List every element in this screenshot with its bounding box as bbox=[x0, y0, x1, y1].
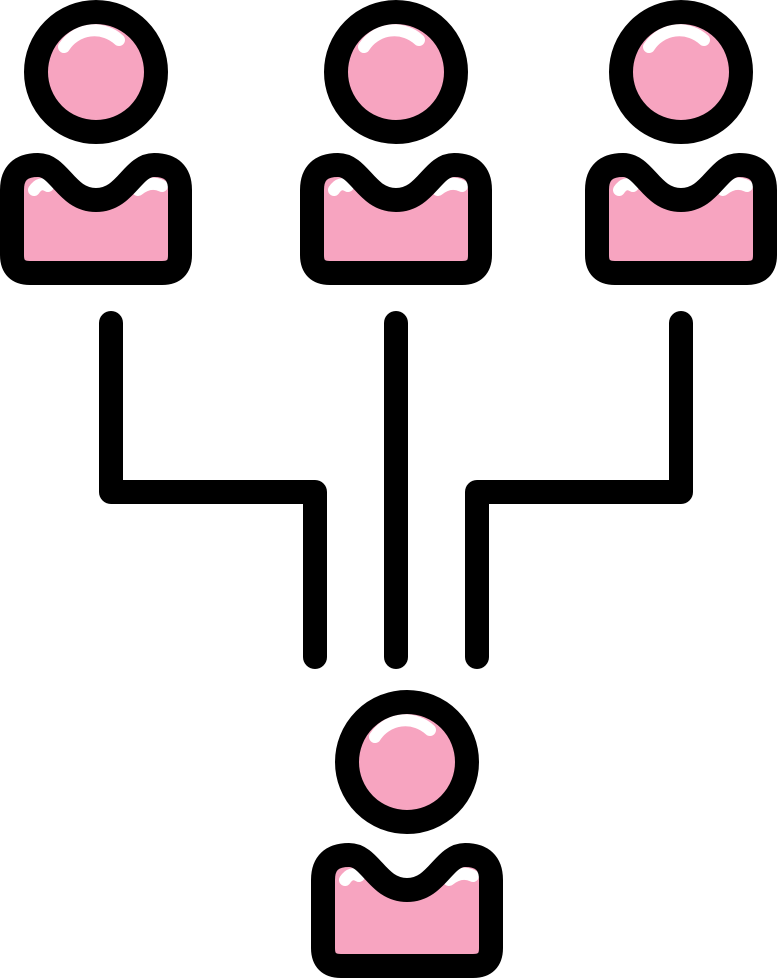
person-icon-top-left bbox=[0, 0, 192, 285]
person-icon-top-right bbox=[585, 0, 777, 285]
person-icon-top-center bbox=[300, 0, 492, 285]
connector-lines bbox=[99, 311, 693, 669]
person-icon-bottom-center bbox=[311, 690, 503, 978]
left-connector bbox=[99, 311, 327, 669]
right-connector bbox=[465, 311, 693, 669]
